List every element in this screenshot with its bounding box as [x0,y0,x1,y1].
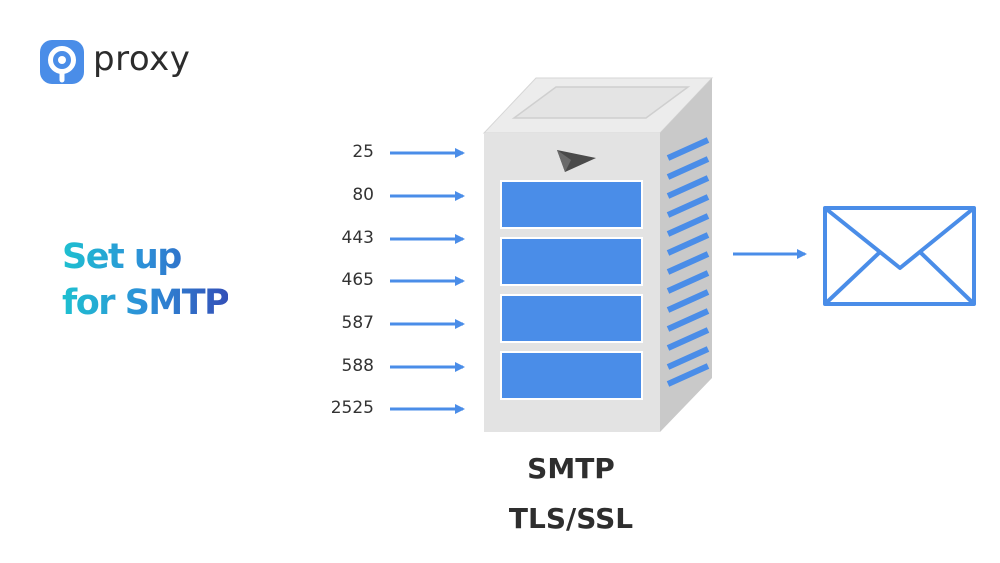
port-label: 80 [352,185,374,205]
port-label: 25 [352,142,374,162]
brand-name: proxy [93,39,191,79]
server-security-label: TLS/SSL [508,502,634,535]
port-label: 587 [341,313,374,333]
port-label: 443 [341,228,374,248]
drive-bay [500,237,643,286]
port-list: 25 80 443 465 587 588 2525 [300,0,380,563]
drive-bay [500,180,643,229]
envelope-icon [823,206,976,306]
paper-plane-icon [557,150,596,172]
side-vents [666,137,710,387]
proxy-logo-icon [40,40,84,84]
server-protocol-label: SMTP [527,452,615,485]
server-icon [482,77,714,432]
port-label: 588 [341,356,374,376]
port-arrows [390,148,465,414]
drive-bay [500,351,643,400]
brand-logo: proxy [40,40,190,84]
port-label: 465 [341,270,374,290]
drive-bay [500,294,643,343]
port-label: 2525 [330,398,374,418]
